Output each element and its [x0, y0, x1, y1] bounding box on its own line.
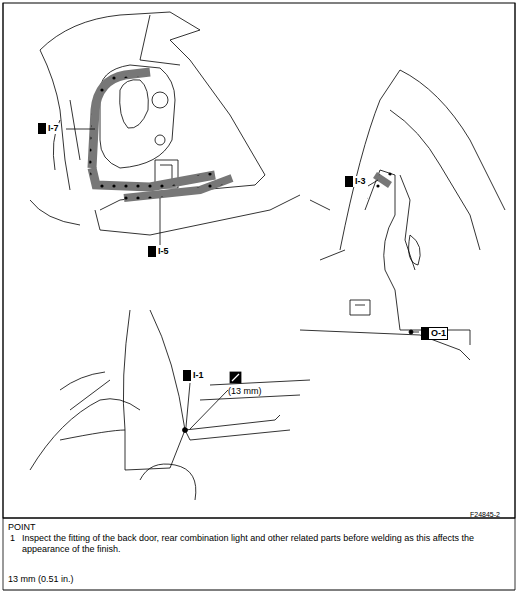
callout-number: I-5: [148, 246, 169, 257]
dimension-label: (13 mm): [228, 386, 262, 397]
callout-number: I-1: [183, 370, 204, 381]
note-text: Inspect the fitting of the back door, re…: [22, 533, 510, 555]
note-number: 1: [10, 533, 15, 544]
callout-number: I-7: [38, 123, 59, 134]
note-heading: POINT: [8, 522, 36, 533]
callout-number: O-1: [421, 327, 448, 340]
callout-number: I-3: [345, 176, 366, 187]
dimension-note: 13 mm (0.51 in.): [8, 574, 74, 585]
figure-id: F24845-2: [470, 509, 500, 520]
